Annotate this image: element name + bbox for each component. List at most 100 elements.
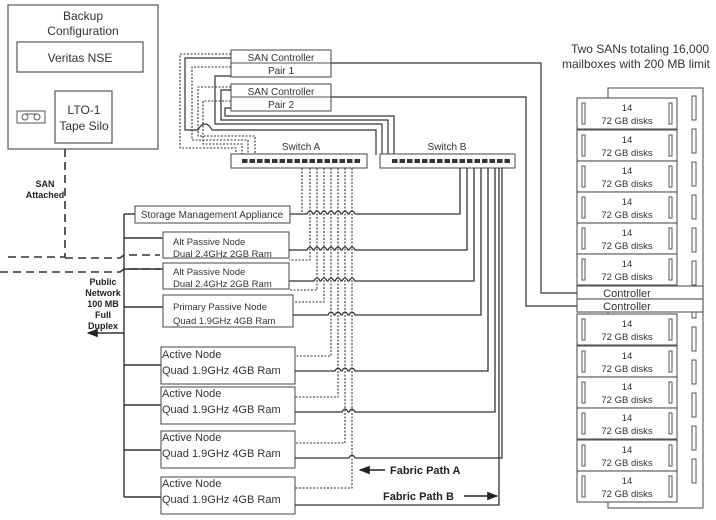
disk-count: 14 bbox=[622, 197, 633, 208]
switch-port bbox=[347, 159, 353, 163]
san-note-line-1: Two SANs totaling 16,000 bbox=[571, 42, 709, 56]
disk-count: 14 bbox=[622, 382, 633, 393]
node-spec: Quad 1.9GHz 4GB Ram bbox=[162, 448, 281, 460]
drive-handle bbox=[691, 128, 697, 154]
node-spec: Quad 1.9GHz 4GB Ram bbox=[162, 365, 281, 377]
drive-handle bbox=[581, 258, 586, 281]
fabric-path-a-links bbox=[289, 168, 353, 489]
switch-port bbox=[429, 159, 435, 163]
drive-handle bbox=[581, 165, 586, 188]
disk-desc: 72 GB disks bbox=[601, 426, 652, 437]
backup-configuration: Backup Configuration Veritas NSE LTO-1 T… bbox=[7, 4, 159, 150]
controller-switch-dashed bbox=[179, 53, 256, 155]
node-role: Alt Passive Node bbox=[173, 237, 245, 248]
svg-text:Controller: Controller bbox=[603, 288, 651, 300]
san-controller-pair-2: SAN Controller Pair 2 bbox=[230, 83, 332, 112]
switch-port bbox=[287, 159, 293, 163]
node-role: Active Node bbox=[162, 349, 221, 361]
node-role: Alt Passive Node bbox=[173, 267, 245, 278]
node-role: Active Node bbox=[162, 432, 221, 444]
drive-handle bbox=[581, 350, 586, 373]
svg-text:Fabric Path A: Fabric Path A bbox=[390, 465, 461, 477]
node-role: Active Node bbox=[162, 388, 221, 400]
drive-handle bbox=[668, 444, 673, 467]
drive-handle bbox=[581, 134, 586, 157]
tape-cassette-icon bbox=[16, 110, 46, 124]
switch-port bbox=[272, 159, 278, 163]
drive-handle bbox=[668, 196, 673, 219]
disk-desc: 72 GB disks bbox=[601, 210, 652, 221]
disk-count: 14 bbox=[622, 228, 633, 239]
tape-silo-label-2: Tape Silo bbox=[59, 119, 109, 133]
san-controller-pair-1: SAN Controller Pair 1 bbox=[230, 49, 332, 78]
disk-desc: 72 GB disks bbox=[601, 241, 652, 252]
fabric-a-link bbox=[295, 168, 346, 444]
node-spec: Quad 1.9GHz 4GB Ram bbox=[173, 316, 276, 327]
storage-controller: Controller bbox=[576, 298, 704, 313]
node-role: Primary Passive Node bbox=[173, 302, 267, 313]
svg-text:Controller: Controller bbox=[603, 301, 651, 313]
svg-text:Full: Full bbox=[95, 310, 111, 320]
switch-port bbox=[302, 159, 308, 163]
tape-silo-box bbox=[54, 90, 113, 144]
switch-port bbox=[309, 159, 315, 163]
switch-port bbox=[264, 159, 270, 163]
drive-handle bbox=[691, 359, 697, 385]
san-storage-array: 14 72 GB disks 14 72 GB disks 14 72 GB disks 1… bbox=[576, 87, 704, 509]
drive-handle bbox=[691, 194, 697, 220]
fabric-b-link bbox=[289, 168, 468, 251]
switch-port bbox=[399, 159, 405, 163]
drive-handle bbox=[668, 381, 673, 404]
veritas-nse-box bbox=[16, 41, 144, 73]
fabric-a-link bbox=[293, 168, 325, 303]
switch-port bbox=[324, 159, 330, 163]
switch-port bbox=[422, 159, 428, 163]
drive-handle bbox=[581, 381, 586, 404]
disk-count: 14 bbox=[622, 413, 633, 424]
drive-handle bbox=[581, 227, 586, 250]
drive-handle bbox=[668, 227, 673, 250]
disk-count: 14 bbox=[622, 445, 633, 456]
disk-shelf: 14 72 GB disks bbox=[576, 222, 678, 255]
switch-a-label: Switch A bbox=[282, 142, 321, 153]
switch-port bbox=[452, 159, 458, 163]
drive-handle bbox=[668, 258, 673, 281]
switch-port bbox=[437, 159, 443, 163]
drive-handle bbox=[691, 227, 697, 253]
disk-desc: 72 GB disks bbox=[601, 272, 652, 283]
fabric-b-link bbox=[295, 168, 503, 459]
disk-count: 14 bbox=[622, 476, 633, 487]
switch-port bbox=[504, 159, 510, 163]
disk-count: 14 bbox=[622, 351, 633, 362]
node-spec: Quad 1.9GHz 4GB Ram bbox=[162, 494, 281, 506]
fabric-a-link bbox=[289, 168, 318, 291]
backup-title-1: Backup bbox=[63, 9, 103, 23]
disk-desc: 72 GB disks bbox=[601, 332, 652, 343]
drive-handle bbox=[691, 326, 697, 352]
drive-handle bbox=[581, 444, 586, 467]
public-network-label: Public Network 100 MB Full Duplex bbox=[85, 277, 122, 331]
switch-port bbox=[392, 159, 398, 163]
switch-port bbox=[257, 159, 263, 163]
switch-b-label: Switch B bbox=[428, 142, 467, 153]
fabric-a-link bbox=[295, 168, 332, 357]
drive-handle bbox=[691, 458, 697, 484]
switch-port bbox=[294, 159, 300, 163]
fabric-path-b-label: Fabric Path B bbox=[383, 491, 499, 503]
storage-controller: Controller bbox=[576, 285, 704, 300]
fabric-b-link bbox=[293, 168, 482, 316]
drive-handle bbox=[691, 161, 697, 187]
